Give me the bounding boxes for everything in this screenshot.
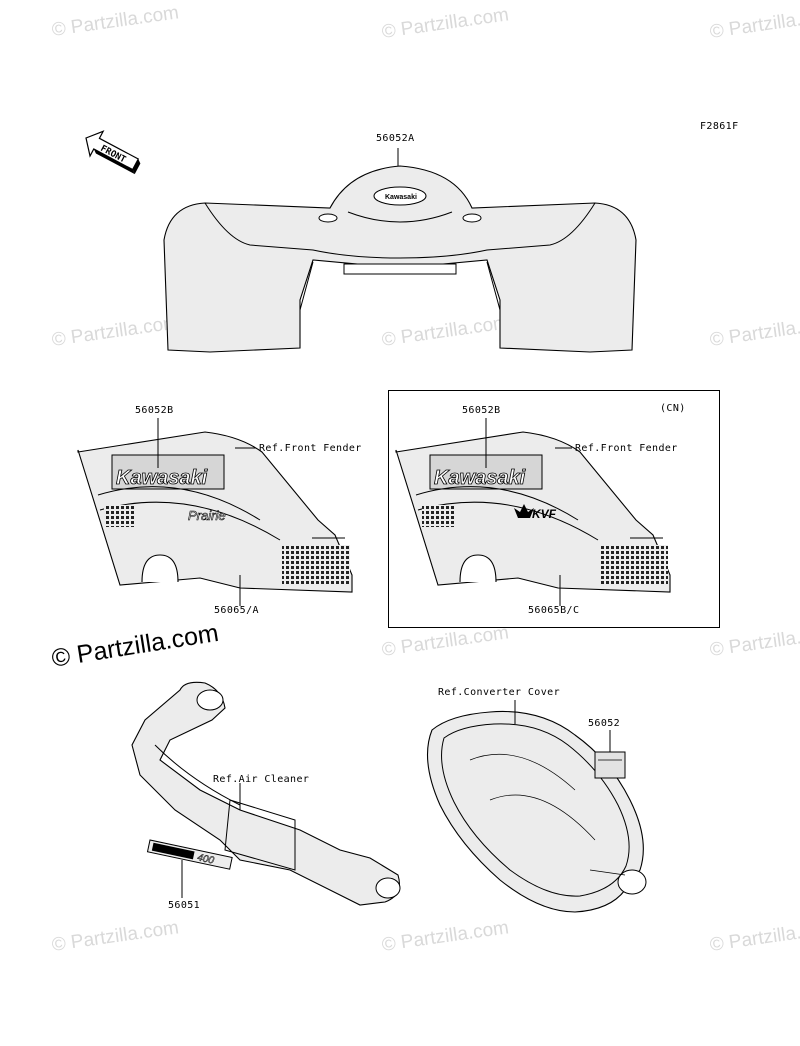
- converter-decal: [594, 751, 626, 779]
- label-56065BC: 56065B/C: [528, 605, 580, 616]
- label-56052: 56052: [588, 718, 621, 729]
- label-56052B-right: 56052B: [462, 405, 501, 416]
- left-model-decal: Prairie: [188, 508, 226, 523]
- air-cleaner-duct-part: [131, 681, 401, 906]
- maple-leaf-icon: [514, 504, 534, 518]
- emblem-text: Kawasaki: [385, 194, 417, 201]
- left-brand-decal: Kawasaki: [116, 467, 208, 489]
- label-56052B-left: 56052B: [135, 405, 174, 416]
- rear-fender-part: Kawasaki: [163, 165, 637, 353]
- label-cn: (CN): [660, 403, 686, 414]
- label-ref-air-cleaner: Ref.Air Cleaner: [213, 774, 310, 785]
- figure-code: F2861F: [700, 121, 739, 132]
- label-56052A: 56052A: [376, 133, 415, 144]
- fender-right-part: Kawasaki KVF: [395, 431, 671, 593]
- front-arrow-icon: FRONT: [85, 130, 141, 175]
- converter-cover-part: [427, 710, 647, 913]
- right-brand-decal: Kawasaki: [434, 467, 526, 489]
- cn-variant-box: [388, 390, 720, 628]
- displacement-text: 400: [196, 852, 215, 866]
- label-56051: 56051: [168, 900, 201, 911]
- label-56065A: 56065/A: [214, 605, 259, 616]
- label-ref-converter-cover: Ref.Converter Cover: [438, 687, 560, 698]
- displacement-decal: 400: [146, 839, 233, 870]
- label-ref-front-fender-right: Ref.Front Fender: [575, 443, 678, 454]
- fender-left-part: Kawasaki Prairie: [77, 431, 353, 593]
- right-model-decal: KVF: [532, 507, 557, 521]
- label-ref-front-fender-left: Ref.Front Fender: [259, 443, 362, 454]
